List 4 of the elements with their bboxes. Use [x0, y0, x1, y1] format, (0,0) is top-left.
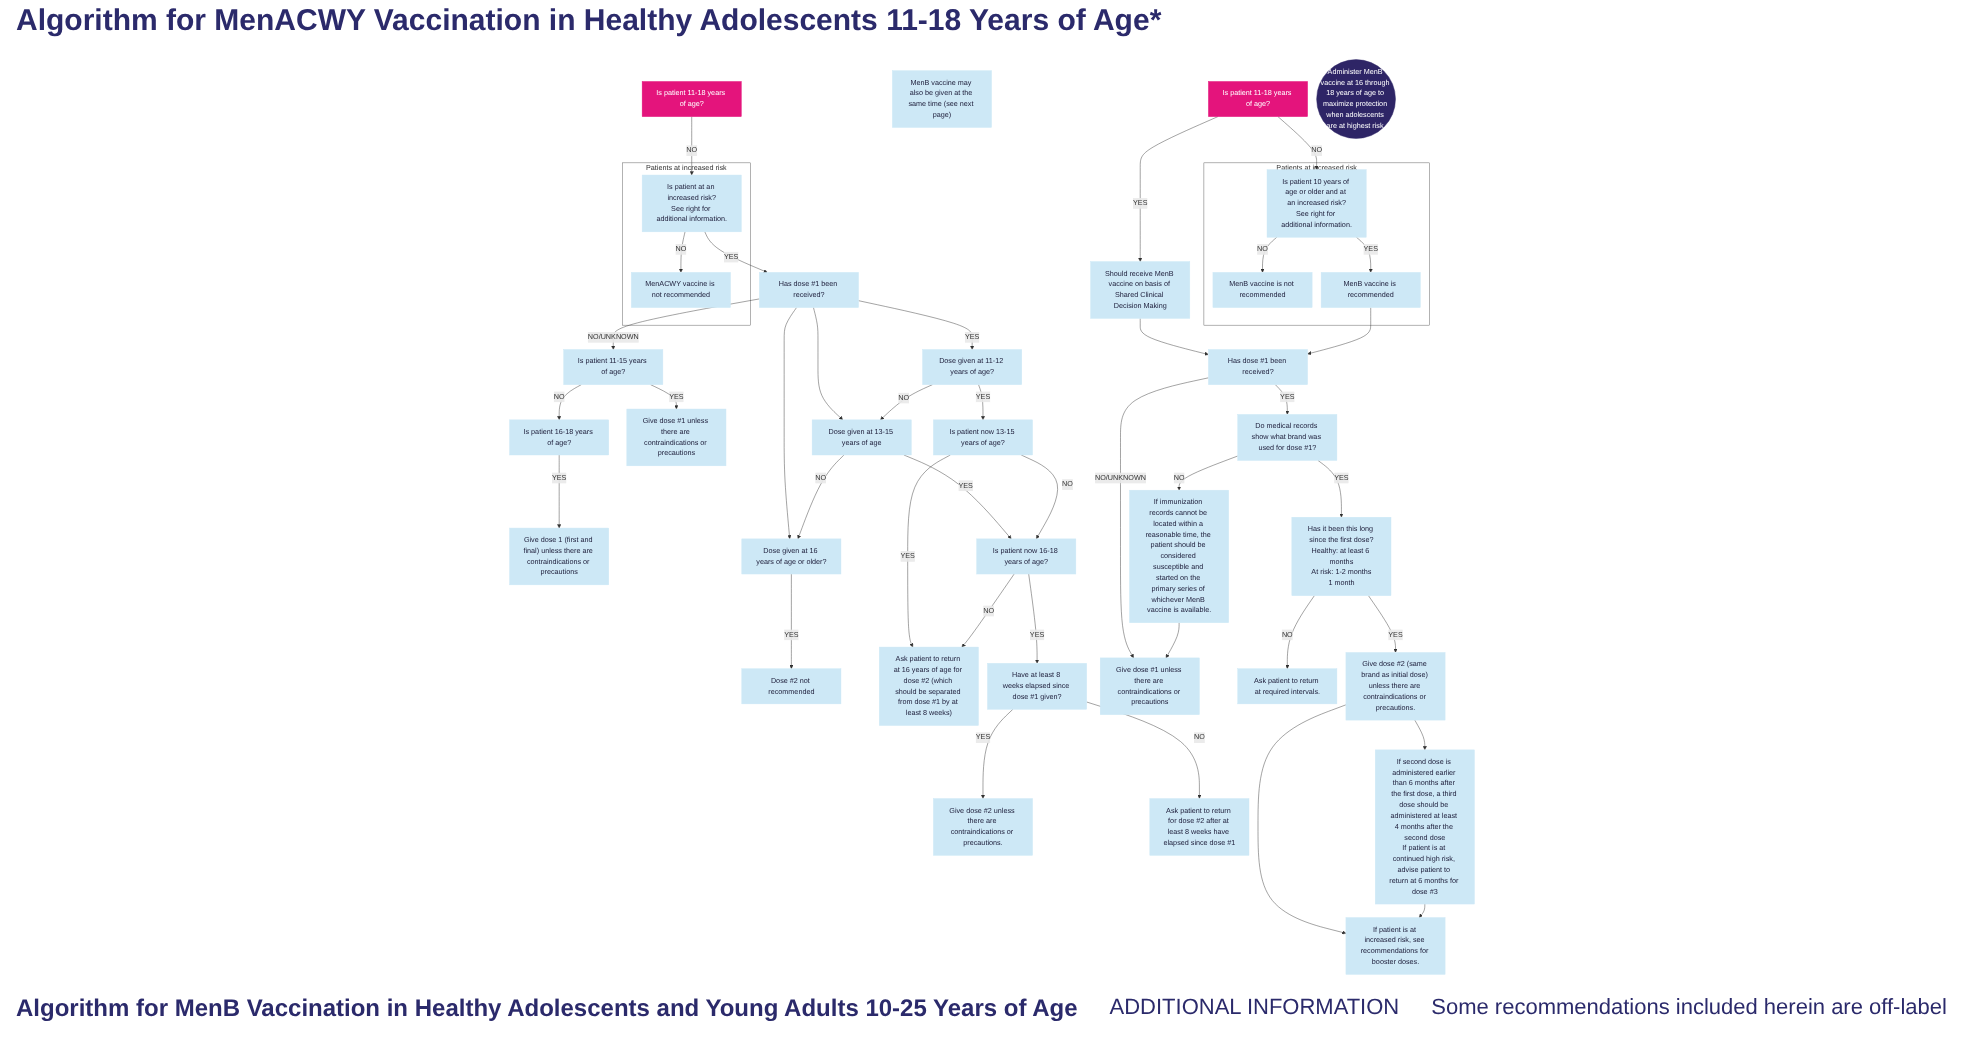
note: Some recommendations included herein are off-label — [1431, 996, 1947, 1020]
heading: Algorithm for MenB Vaccination in Healthy Adolescents and Young Adults 10-25 Years of Age — [16, 994, 1078, 1022]
note: ADDITIONAL INFORMATION — [1109, 996, 1400, 1020]
title: Algorithm for MenACWY Vaccination in Healthy Adolescents 11-18 Years of Age* — [16, 4, 1162, 38]
